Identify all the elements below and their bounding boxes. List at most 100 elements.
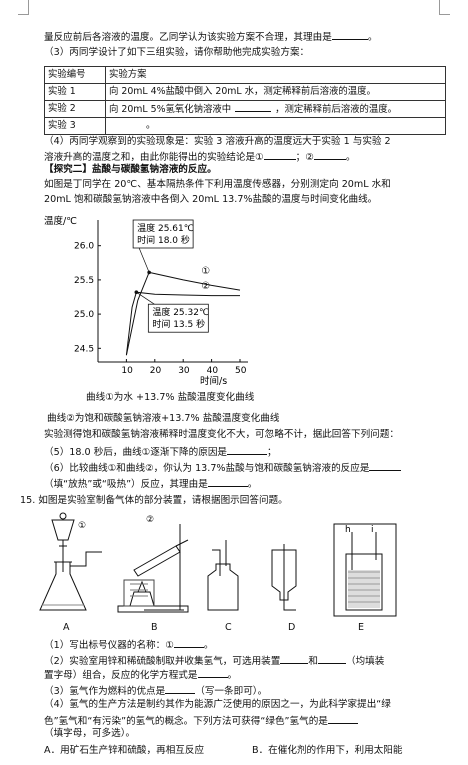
- apparatus-label-c: C: [225, 622, 232, 633]
- apparatus-a-flask: [39, 512, 102, 611]
- apparatus-c-bottle: [207, 540, 239, 611]
- page-corner-mark-left: [18, 0, 29, 15]
- series-line: [125, 271, 241, 356]
- answer-blank[interactable]: [165, 684, 196, 694]
- answer-blank[interactable]: [331, 30, 368, 40]
- question-text: （5）18.0 秒后，曲线①逐渐下降的原因是: [44, 447, 228, 458]
- page-corner-mark-right: [439, 0, 450, 15]
- apparatus-label-b: B: [151, 622, 158, 633]
- annotation-leader: [136, 291, 155, 305]
- answer-blank[interactable]: [173, 638, 204, 648]
- mark-h: h: [345, 525, 351, 535]
- apparatus-figure: ① ② h i: [39, 512, 397, 617]
- answer-blank[interactable]: [263, 150, 296, 160]
- question-text: 。: [247, 479, 258, 490]
- series-label: ①: [201, 266, 210, 277]
- y-tick-label: 25.0: [74, 310, 94, 320]
- table-cell: 向 20mL 4%盐酸中倒入 20mL 水，测定稀释前后溶液的温度。: [105, 83, 446, 101]
- text-line: （6）比较曲线①和曲线②，你认为 13.7%盐酸与饱和碳酸氢钠溶液的反应是: [44, 461, 448, 475]
- text-line: 实验测得饱和碳酸氢钠溶液稀释时温度变化不大，可忽略不计，据此回答下列问题：: [44, 429, 399, 440]
- table-cell[interactable]: 。: [105, 117, 446, 135]
- text-line: 量反应前后各溶液的温度。乙同学认为该实验方案不合理，其理由是。: [44, 30, 448, 44]
- answer-blank[interactable]: [227, 445, 268, 455]
- answer-blank[interactable]: [317, 654, 346, 664]
- chart-caption: 曲线②为饱和碳酸氢钠溶液+13.7% 盐酸温度变化曲线: [47, 413, 280, 424]
- x-tick-label: 30: [178, 366, 190, 376]
- apparatus-d-bottle: [271, 544, 297, 611]
- answer-blank[interactable]: [369, 461, 402, 471]
- table-row: 实验 3 。: [44, 117, 446, 135]
- question-text: 。: [227, 670, 238, 681]
- text-line: 20mL 饱和碳酸氢钠溶液中各倒入 20mL 13.7%盐酸的温度与时间变化曲线…: [44, 194, 378, 205]
- text-line: 置字母）组合，反应的化学方程式是。: [44, 668, 448, 682]
- x-tick-label: 10: [121, 366, 133, 376]
- question-15-title: 15. 如图是实验室制备气体的部分装置，请根据图示回答问题。: [20, 495, 288, 506]
- answer-blank[interactable]: [327, 714, 358, 724]
- question-text: （写一条即可）。: [195, 686, 268, 697]
- x-tick-label: 40: [207, 366, 219, 376]
- option-a[interactable]: A．用矿石生产锌和硫酸，再相互反应: [44, 745, 205, 756]
- x-axis-label: 时间/s: [200, 375, 227, 387]
- option-b[interactable]: B．在催化剂的作用下，利用太阳能: [252, 745, 403, 756]
- text-line: （1）写出标号仪器的名称：①。: [44, 638, 448, 652]
- question-text: ；: [267, 447, 277, 458]
- text-line: 如图是丁同学在 20℃、基本隔热条件下利用温度传感器，分别测定向 20mL 水和: [44, 179, 391, 190]
- text-line: （4）氢气的生产方法是制约其作为能源广泛使用的原因之一，为此科学家提出“绿: [44, 699, 391, 710]
- text-line: （4）丙同学观察到的实验现象是：实验 3 溶液升高的温度远大于实验 1 与实验 …: [44, 136, 448, 148]
- answer-blank[interactable]: [280, 654, 309, 664]
- question-text: ；②: [295, 152, 314, 163]
- apparatus-label-d: D: [288, 622, 296, 633]
- series-line: [125, 291, 240, 356]
- answer-blank[interactable]: [313, 150, 346, 160]
- apparatus-label-a: A: [63, 622, 70, 633]
- annotation-box: [147, 303, 209, 333]
- question-text: 溶液升高的温度之和，由此你能得出的实验结论是①: [44, 152, 264, 163]
- mark-2: ②: [146, 515, 154, 525]
- y-tick-label: 26.0: [74, 242, 94, 252]
- y-axis-label: 温度/℃: [44, 215, 77, 227]
- question-text: （4）丙同学观察到的实验现象是：实验 3 溶液升高的温度远大于实验 1 与实验 …: [44, 136, 391, 147]
- question-text: （6）比较曲线①和曲线②，你认为 13.7%盐酸与饱和碳酸氢钠溶液的反应是: [44, 463, 370, 474]
- text-line: （填“放热”或“吸热”）反应，其理由是 。: [44, 477, 448, 491]
- experiment-table: 实验编号 实验方案 实验 1 向 20mL 4%盐酸中倒入 20mL 水，测定稀…: [44, 66, 446, 135]
- annotation-point: [147, 270, 151, 275]
- table-row: 实验 2 向 20mL 5%氢氧化钠溶液中 ，测定稀释前后溶液的温度。: [44, 100, 446, 118]
- question-text: （2）实验室用锌和稀硫酸制取并收集氢气，可选用装置: [44, 656, 281, 667]
- question-text: 。: [203, 640, 214, 651]
- x-tick-label: 20: [150, 366, 162, 376]
- table-cell-text: ，测定稀释前后溶液的温度。: [275, 104, 398, 116]
- table-cell-text: 向 20mL 5%氢氧化钠溶液中: [109, 104, 232, 116]
- annotation-time: 时间 13.5 秒: [152, 318, 205, 330]
- table-cell-text: 。: [146, 120, 156, 132]
- mark-1: ①: [78, 521, 86, 531]
- series-label: ②: [201, 281, 210, 292]
- question-text: （3）氢气作为燃料的优点是: [44, 686, 166, 697]
- question-text: 和: [308, 656, 318, 667]
- question-text: （3）丙同学设计了如下三组实验，请你帮助他完成实验方案：: [44, 47, 310, 58]
- question-text: 。: [345, 152, 356, 163]
- text-line: （3）氢气作为燃料的优点是 （写一条即可）。: [44, 684, 448, 698]
- chart-axes: [97, 220, 248, 363]
- text-line: （3）丙同学设计了如下三组实验，请你帮助他完成实验方案：: [44, 47, 448, 59]
- question-text: （填“放热”或“吸热”）反应，其理由是: [44, 479, 208, 490]
- apparatus-label-e: E: [358, 622, 365, 633]
- question-text: （均填装: [345, 656, 385, 667]
- annotation-box: [132, 219, 194, 249]
- table-cell: 实验 1: [44, 83, 106, 101]
- table-cell: 实验 2: [44, 100, 106, 118]
- answer-blank[interactable]: [235, 102, 272, 113]
- table-header-cell: 实验编号: [44, 66, 106, 84]
- apparatus-e-washer: [333, 523, 397, 617]
- answer-blank[interactable]: [207, 477, 248, 487]
- section-heading: 【探究二】盐酸与碳酸氢钠溶液的反应。: [44, 164, 217, 175]
- table-cell: 实验 3: [44, 117, 106, 135]
- text-line: （2）实验室用锌和稀硫酸制取并收集氢气，可选用装置 和 （均填装: [44, 654, 448, 668]
- answer-blank[interactable]: [197, 668, 228, 678]
- table-row: 实验 1 向 20mL 4%盐酸中倒入 20mL 水，测定稀释前后溶液的温度。: [44, 83, 446, 101]
- text-line: 溶液升高的温度之和，由此你能得出的实验结论是① ；② 。: [44, 150, 448, 164]
- annotation-temperature: 温度 25.32℃: [152, 306, 209, 318]
- table-header-cell: 实验方案: [105, 66, 446, 84]
